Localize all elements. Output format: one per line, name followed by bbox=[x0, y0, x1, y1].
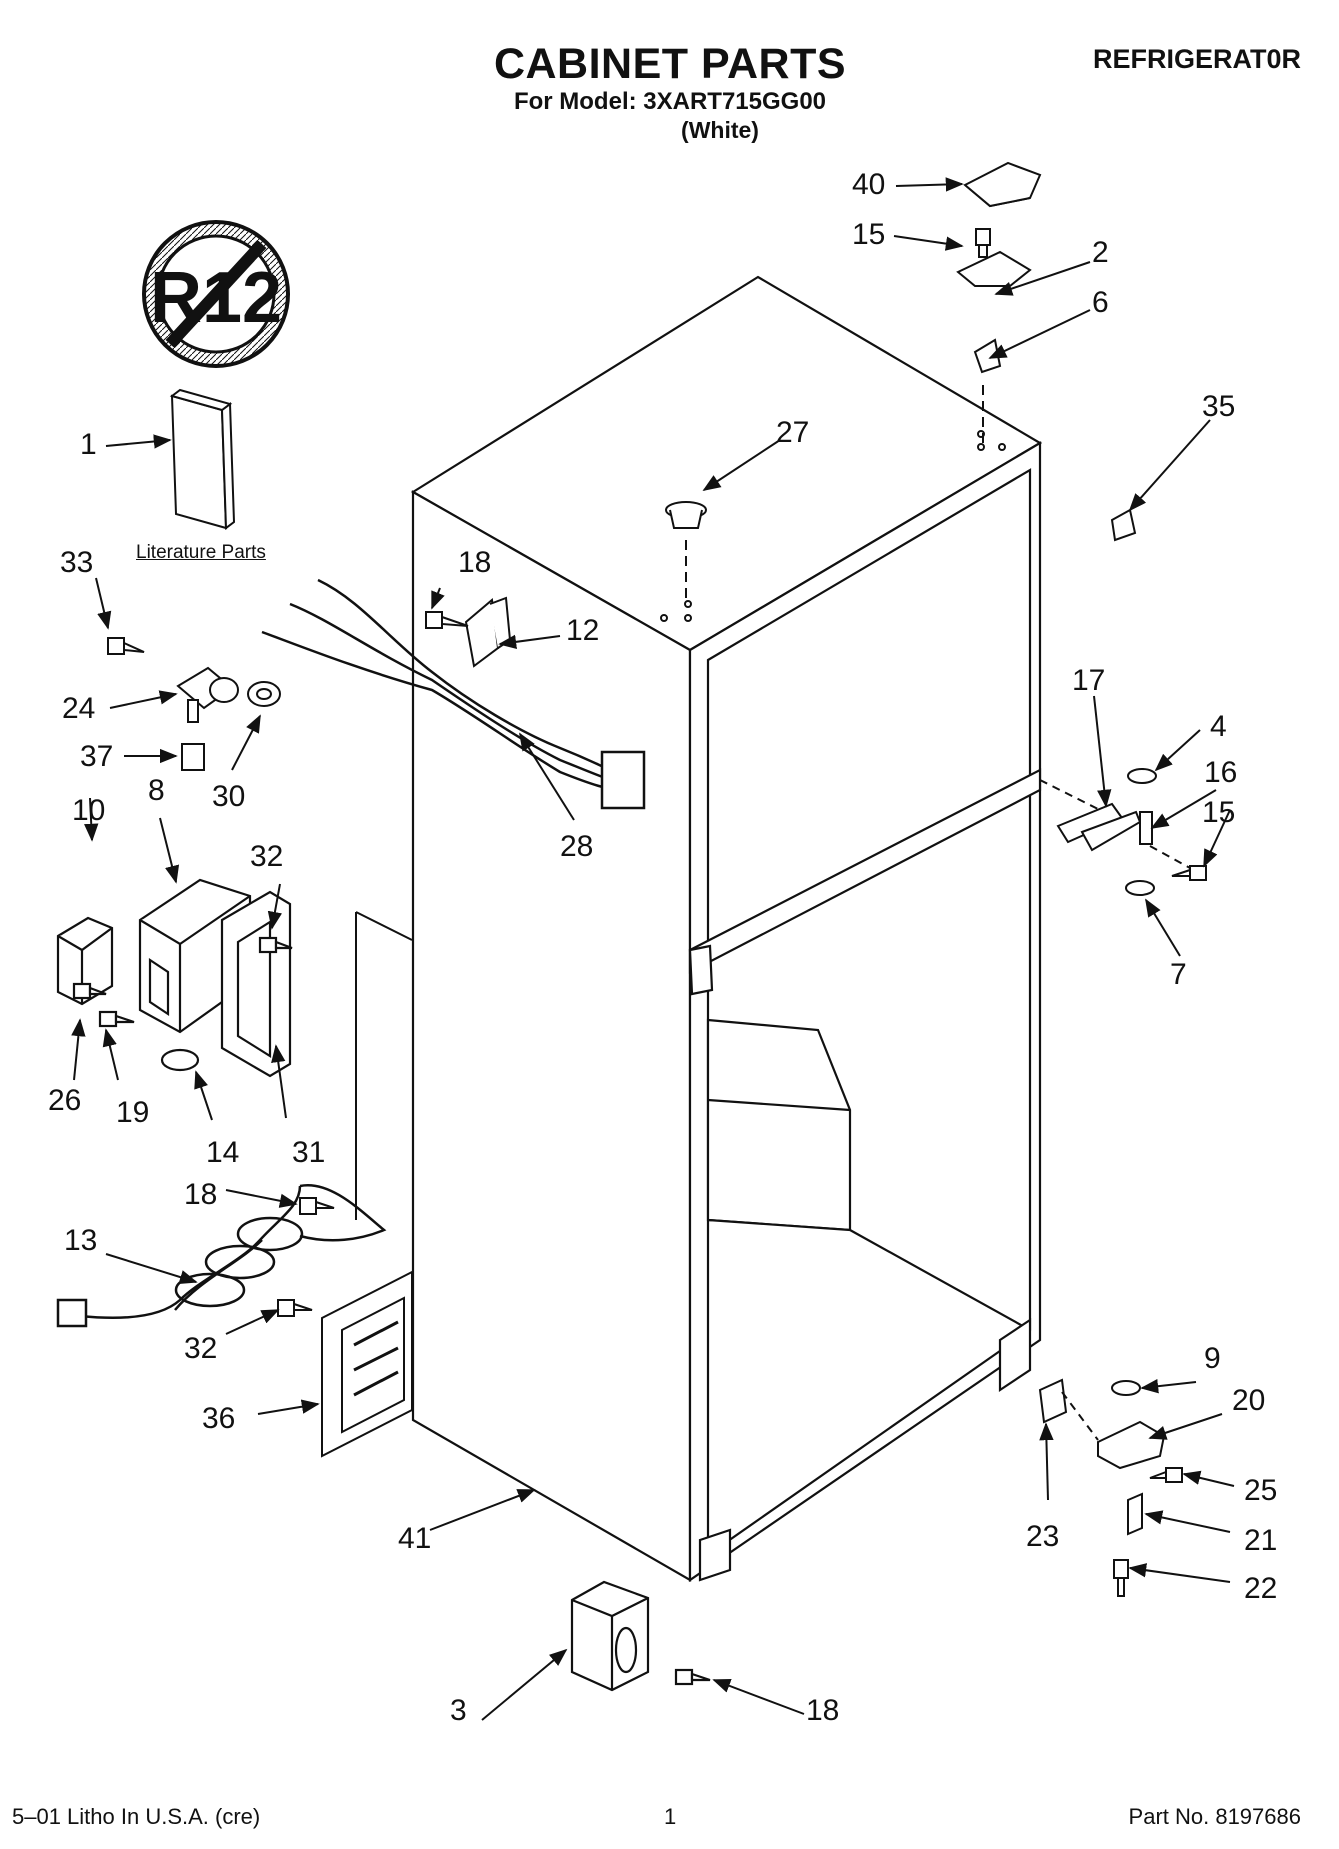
callout-32: 32 bbox=[184, 1332, 217, 1365]
no-r12-badge-icon: R12 bbox=[142, 220, 290, 368]
callout-10: 10 bbox=[72, 794, 105, 827]
literature-booklet bbox=[169, 388, 236, 530]
rear-grille bbox=[321, 1270, 413, 1458]
hinge-pin-icon bbox=[975, 228, 991, 258]
callout-9: 9 bbox=[1204, 1342, 1221, 1375]
callout-27: 27 bbox=[776, 416, 809, 449]
callout-17: 17 bbox=[1072, 664, 1105, 697]
power-cord-icon bbox=[56, 1183, 387, 1328]
callout-15: 15 bbox=[852, 218, 885, 251]
top-hinge-assembly bbox=[956, 161, 1042, 374]
callout-33: 33 bbox=[60, 546, 93, 579]
bottom-hinge-assembly bbox=[1038, 1378, 1183, 1597]
screw-icon bbox=[277, 1197, 335, 1317]
callout-19: 19 bbox=[116, 1096, 149, 1129]
callout-23: 23 bbox=[1026, 1520, 1059, 1553]
wire-harness bbox=[261, 578, 646, 810]
part-number: Part No. 8197686 bbox=[1128, 1804, 1301, 1829]
callout-26: 26 bbox=[48, 1084, 81, 1117]
callout-35: 35 bbox=[1202, 390, 1235, 423]
page-title: CABINET PARTS bbox=[493, 40, 847, 88]
hole-plug-icon bbox=[665, 501, 707, 529]
model-number: For Model: 3XART715GG00 bbox=[513, 88, 827, 115]
callout-8: 8 bbox=[148, 774, 165, 807]
callout-7: 7 bbox=[1170, 958, 1187, 991]
callout-12: 12 bbox=[566, 614, 599, 647]
leader-arrows bbox=[71, 177, 1235, 1721]
literature-parts-label: Literature Parts bbox=[136, 542, 266, 563]
callout-30: 30 bbox=[212, 780, 245, 813]
callout-2: 2 bbox=[1092, 236, 1109, 269]
callout-3: 3 bbox=[450, 1694, 467, 1727]
callout-37: 37 bbox=[80, 740, 113, 773]
print-info: 5–01 Litho In U.S.A. (cre) bbox=[12, 1804, 261, 1829]
callout-15: 15 bbox=[1202, 796, 1235, 829]
callout-16: 16 bbox=[1204, 756, 1237, 789]
callout-1: 1 bbox=[80, 428, 97, 461]
callout-18: 18 bbox=[184, 1178, 217, 1211]
harness-clip-icon bbox=[464, 596, 512, 668]
callout-24: 24 bbox=[62, 692, 95, 725]
refrigerator-cabinet bbox=[410, 275, 1043, 1583]
callout-40: 40 bbox=[852, 168, 885, 201]
compressor-electrical bbox=[56, 878, 293, 1078]
callout-25: 25 bbox=[1244, 1474, 1277, 1507]
callout-28: 28 bbox=[560, 830, 593, 863]
model-color: (White) bbox=[681, 117, 759, 143]
callout-31: 31 bbox=[292, 1136, 325, 1169]
cabinet-holes bbox=[660, 430, 1006, 622]
thermostat-bracket bbox=[107, 637, 281, 771]
appliance-category: REFRIGERAT0R bbox=[1092, 44, 1301, 74]
callout-20: 20 bbox=[1232, 1384, 1265, 1417]
roller-assembly bbox=[570, 1580, 711, 1692]
callout-22: 22 bbox=[1244, 1572, 1277, 1605]
callout-14: 14 bbox=[206, 1136, 239, 1169]
center-hinge-assembly bbox=[1056, 768, 1207, 896]
page-number: 1 bbox=[664, 1804, 677, 1829]
callout-13: 13 bbox=[64, 1224, 97, 1257]
shelf-clip-icon bbox=[1110, 508, 1137, 542]
callout-21: 21 bbox=[1244, 1524, 1277, 1557]
screw-icon bbox=[425, 611, 469, 629]
callout-labels: 40 15 2 6 35 27 1 33 18 12 24 37 30 28 1… bbox=[48, 168, 1277, 1727]
callout-41: 41 bbox=[398, 1522, 431, 1555]
callout-6: 6 bbox=[1092, 286, 1109, 319]
callout-32: 32 bbox=[250, 840, 283, 873]
callout-18: 18 bbox=[806, 1694, 839, 1727]
callout-4: 4 bbox=[1210, 710, 1227, 743]
callout-36: 36 bbox=[202, 1402, 235, 1435]
callout-18: 18 bbox=[458, 546, 491, 579]
